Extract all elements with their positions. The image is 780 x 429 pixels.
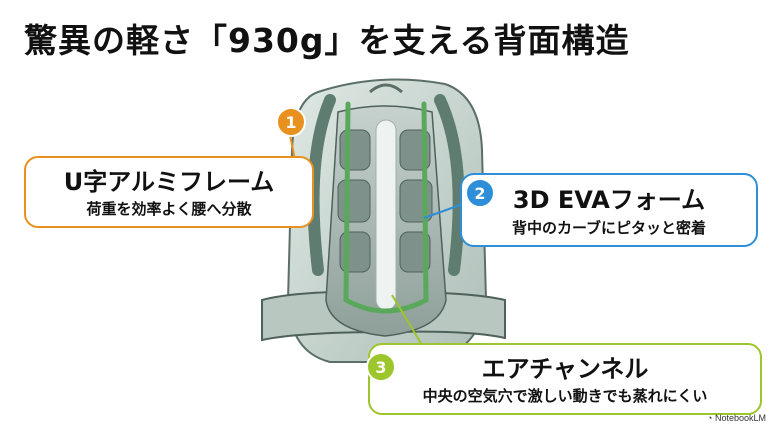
top-handle: [369, 83, 403, 94]
callout-u-frame-title: U字アルミフレーム: [63, 168, 275, 196]
callout-u-frame-subtitle: 荷重を効率よく腰へ分散: [86, 200, 252, 218]
leader-line-3: [391, 294, 426, 351]
footer-brand: ◔ NotebookLM: [707, 413, 766, 423]
callout-air-channel: エアチャンネル 中央の空気穴で激しい動きでも蒸れにくい: [368, 343, 762, 415]
footer-brand-label: NotebookLM: [714, 413, 766, 423]
callout-eva-foam: 3D EVAフォーム 背中のカーブにピタッと密着: [460, 173, 758, 247]
badge-3: 3: [366, 352, 396, 382]
badge-1: 1: [276, 107, 306, 137]
callout-air-channel-title: エアチャンネル: [481, 355, 649, 383]
callout-eva-foam-subtitle: 背中のカーブにピタッと密着: [511, 219, 707, 237]
shoulder-strap-right: [434, 94, 465, 276]
callout-u-frame: U字アルミフレーム 荷重を効率よく腰へ分散: [24, 156, 314, 228]
callout-air-channel-subtitle: 中央の空気穴で激しい動きでも蒸れにくい: [422, 387, 708, 405]
callout-eva-foam-title: 3D EVAフォーム: [512, 186, 706, 214]
notebooklm-logo-icon: ◔: [707, 413, 713, 423]
badge-2: 2: [465, 178, 495, 208]
shoulder-strap-left: [307, 94, 336, 276]
u-frame: [343, 101, 429, 314]
page-title: 驚異の軽さ「930g」を支える背面構造: [24, 21, 630, 60]
leader-line-2: [423, 204, 461, 219]
air-channel: [375, 119, 397, 311]
